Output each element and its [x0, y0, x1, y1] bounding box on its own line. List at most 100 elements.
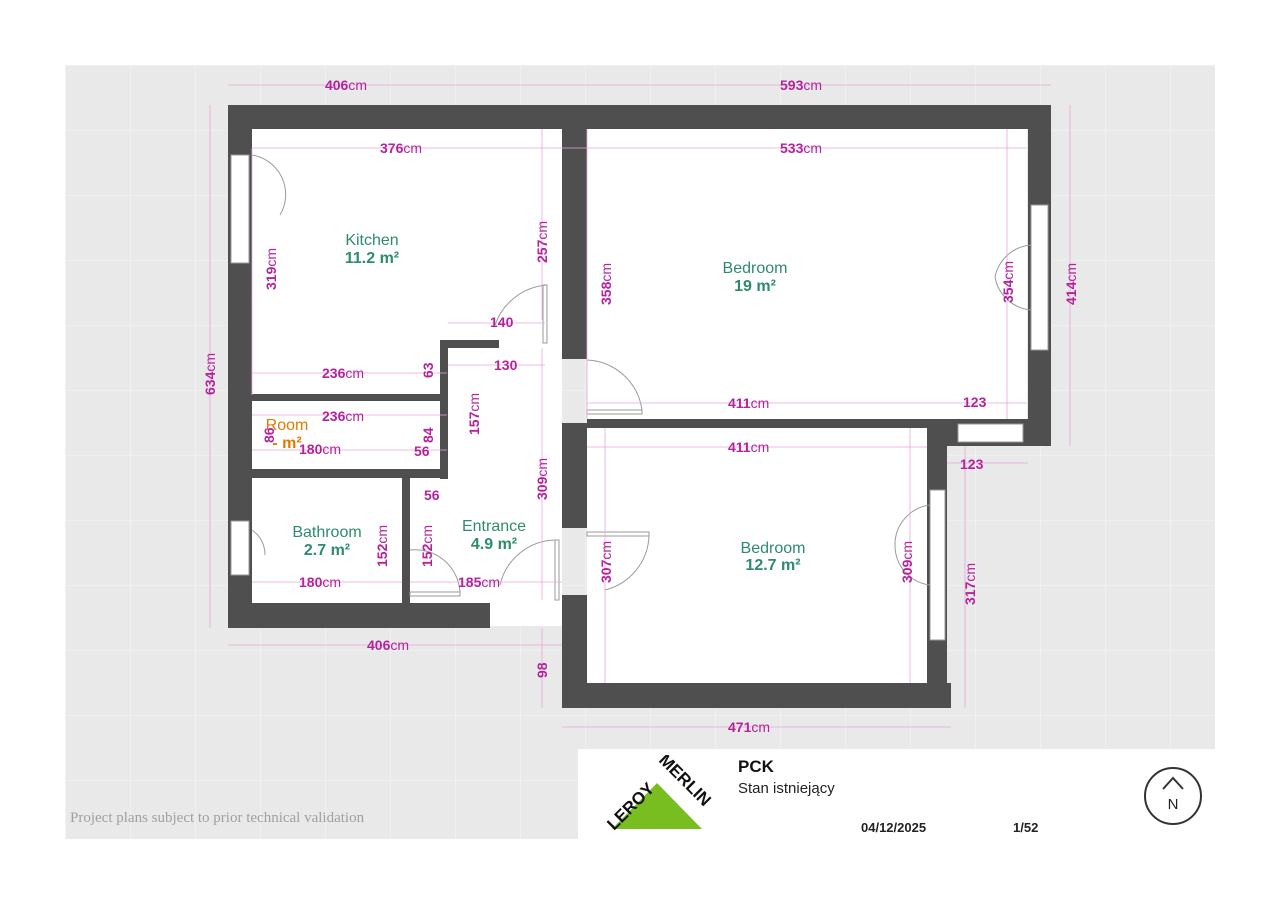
entrance-area: 4.9 m² [471, 536, 517, 553]
bathroom-name: Bathroom [292, 524, 361, 541]
svg-text:471cm: 471cm [728, 719, 770, 735]
dim-kitchen-width: 376 [380, 140, 404, 156]
dim-unit: cm [263, 248, 279, 267]
dim-unit: cm [345, 408, 364, 424]
svg-text:307cm: 307cm [598, 541, 614, 583]
dim-bedroom1-width: 533 [780, 140, 804, 156]
svg-text:411cm: 411cm [728, 395, 769, 411]
project-subtitle: Stan istniejący [738, 780, 835, 797]
dim-bed2-width: 471 [728, 719, 752, 735]
dim-bed2-307: 307 [598, 559, 614, 583]
svg-text:236cm: 236cm [322, 408, 364, 424]
dim-bed-123b: 123 [960, 456, 984, 472]
kitchen-name: Kitchen [345, 232, 398, 249]
dim-unit: cm [466, 393, 482, 412]
dim-unit: cm [1000, 261, 1016, 280]
doors [251, 154, 1032, 601]
dim-unit: cm [598, 263, 614, 282]
svg-text:152cm: 152cm [374, 525, 390, 567]
room-name: Room [266, 417, 309, 434]
room-floors [252, 129, 1027, 683]
dim-unit: cm [803, 140, 822, 156]
dim-entrance-185: 185 [458, 574, 482, 590]
svg-text:152cm: 152cm [419, 525, 435, 567]
dim-unit: cm [1063, 263, 1079, 282]
svg-text:358cm: 358cm [598, 263, 614, 305]
svg-text:180cm: 180cm [299, 441, 341, 457]
windows [230, 154, 1049, 641]
dim-kitchen-height: 319 [263, 266, 279, 290]
plan-sheet: Kitchen 11.2 m² Bedroom 19 m² Bedroom 12… [65, 65, 1215, 839]
dim-entrance-56: 56 [424, 487, 440, 503]
svg-text:257cm: 257cm [534, 221, 550, 263]
svg-text:414cm: 414cm [1063, 263, 1079, 305]
dim-room-63: 63 [420, 362, 436, 378]
dim-unit: cm [390, 637, 409, 653]
dim-outer-left: 634 [202, 371, 218, 395]
dim-unit: cm [534, 221, 550, 240]
svg-text:411cm: 411cm [728, 439, 769, 455]
dim-bedroom1-left: 358 [598, 281, 614, 305]
dim-unit: cm [419, 525, 435, 544]
dim-bed-411b: 411 [728, 439, 751, 455]
dim-unit: cm [751, 395, 770, 411]
dim-bedroom1-right: 354 [1000, 279, 1016, 303]
dim-bed-123a: 123 [963, 394, 987, 410]
dim-unit: cm [534, 458, 550, 477]
entrance-name: Entrance [462, 518, 526, 535]
page-number: 1/52 [1013, 820, 1039, 835]
svg-text:180cm: 180cm [299, 574, 341, 590]
bedroom2-area: 12.7 m² [745, 557, 800, 574]
dim-room-180: 180 [299, 441, 323, 457]
compass-label: N [1168, 796, 1179, 813]
dim-door-140: 140 [490, 314, 514, 330]
dim-unit: cm [481, 574, 500, 590]
title-block: LEROY MERLIN PCK Stan istniejący 04/12/2… [578, 749, 1215, 839]
bathroom-area: 2.7 m² [304, 542, 350, 559]
dim-unit: cm [962, 563, 978, 582]
dim-unit: cm [374, 525, 390, 544]
bedroom1-area: 19 m² [734, 278, 776, 295]
dim-room-84: 84 [420, 427, 436, 443]
logo-triangle [612, 783, 702, 829]
dim-entrance-309: 309 [534, 476, 550, 500]
svg-text:593cm: 593cm [780, 77, 822, 93]
dim-outer-98: 98 [534, 662, 550, 678]
dim-outer-top-right: 593 [780, 77, 804, 93]
dim-unit: cm [751, 439, 770, 455]
dim-bath-152b: 152 [419, 543, 435, 567]
room-labels: Kitchen 11.2 m² Bedroom 19 m² Bedroom 12… [266, 232, 806, 574]
dim-unit: cm [598, 541, 614, 560]
svg-text:309cm: 309cm [534, 458, 550, 500]
bedroom2-name: Bedroom [741, 540, 806, 557]
dim-kitchen-right: 257 [534, 239, 550, 263]
dim-entrance-157: 157 [466, 411, 482, 435]
dim-unit: cm [202, 353, 218, 372]
vertical-dimension-texts: 634cm 414cm 319cm 257cm 358cm 354cm 63 1… [202, 221, 1079, 678]
svg-text:319cm: 319cm [263, 248, 279, 290]
dimension-texts: 406cm 593cm 376cm 533cm 140 130 236cm 23… [299, 77, 987, 735]
dim-unit: cm [348, 77, 367, 93]
dim-outer-bottom-left: 406 [367, 637, 391, 653]
compass-north-icon: N [1144, 767, 1202, 825]
dim-unit: cm [345, 365, 364, 381]
dim-bed2-309: 309 [899, 559, 915, 583]
svg-text:533cm: 533cm [780, 140, 822, 156]
svg-text:406cm: 406cm [367, 637, 409, 653]
dim-unit: cm [322, 574, 341, 590]
floor-plan: Kitchen 11.2 m² Bedroom 19 m² Bedroom 12… [65, 65, 1215, 839]
dim-bed2-317: 317 [962, 581, 978, 605]
svg-text:317cm: 317cm [962, 563, 978, 605]
dimension-lines [209, 84, 1071, 728]
leroy-merlin-logo: LEROY MERLIN [603, 755, 714, 834]
dim-bath-152: 152 [374, 543, 390, 567]
dim-bath-180: 180 [299, 574, 323, 590]
dim-unit: cm [322, 441, 341, 457]
svg-text:376cm: 376cm [380, 140, 422, 156]
svg-text:236cm: 236cm [322, 365, 364, 381]
dim-room-top: 236 [322, 365, 346, 381]
dim-unit: cm [751, 719, 770, 735]
dim-room-56: 56 [414, 443, 430, 459]
svg-text:354cm: 354cm [1000, 261, 1016, 303]
svg-text:406cm: 406cm [325, 77, 367, 93]
